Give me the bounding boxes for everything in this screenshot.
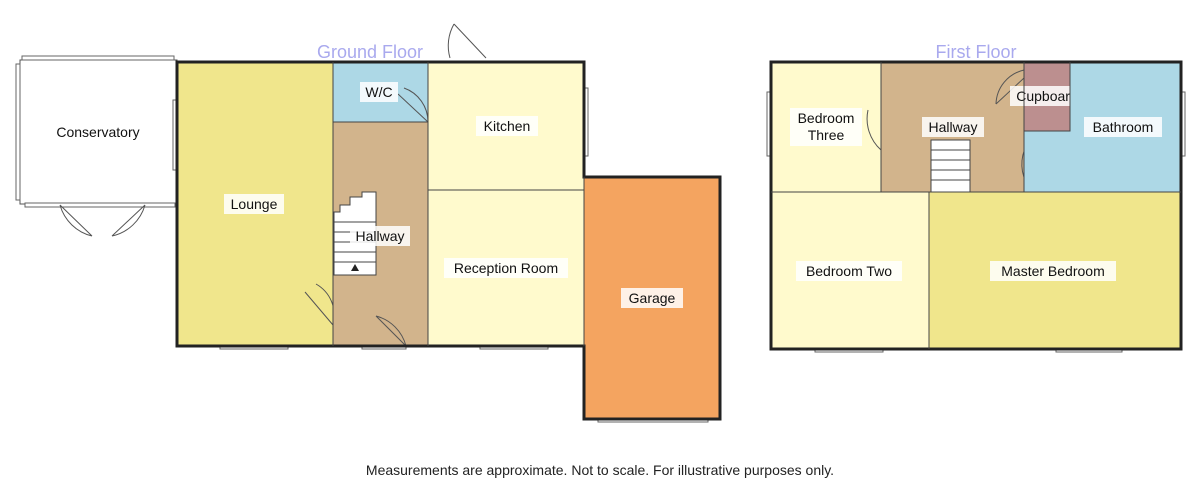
bedroom-three-label-line1: Bedroom [798,110,855,126]
first-floor-walls [769,60,1183,351]
bedroom-two-label: Bedroom Two [806,263,892,279]
bathroom-label-bg [1084,117,1162,137]
kitchen-label: Kitchen [484,118,531,134]
wc-label-bg [360,82,398,102]
disclaimer: Measurements are approximate. Not to sca… [365,462,835,478]
ground-floor-walls [175,60,722,421]
conservatory-window-bottom [24,202,176,208]
ground-floor: Ground Floor Conservatory Lounge W/C Hal… [15,23,722,423]
kitchen-label-bg [476,116,538,136]
ground-floor-inner-walls [332,62,585,346]
hallway-first-label-bg [922,117,984,137]
bedroom-two-label-bg [796,261,902,281]
conservatory-door-left [59,204,93,237]
conservatory-label: Conservatory [56,124,139,140]
first-floor-title: First Floor [936,42,1017,62]
conservatory-window-top [21,55,175,61]
garage-label: Garage [629,290,676,306]
master-bedroom-label-bg [990,261,1116,281]
lounge-label-bg [224,194,284,214]
reception-label: Reception Room [454,260,558,276]
hallway-front-door [375,315,407,347]
cupboard-label-bg [1010,86,1084,106]
lounge-label: Lounge [231,196,278,212]
conservatory-label-bg [48,122,148,142]
hallway-ground-label: Hallway [355,228,404,244]
conservatory-window-left [15,63,21,201]
hallway-ground-label-bg [350,226,410,246]
stairs-up-arrow-icon [351,264,359,271]
reception-label-bg [444,258,568,278]
bedroom-three-label-line2: Three [808,127,845,143]
master-bedroom-label: Master Bedroom [1001,263,1104,279]
cupboard-label: Cupboard [1016,88,1078,104]
bathroom-label: Bathroom [1093,119,1154,135]
garage-label-bg [621,288,683,308]
hallway-first-label: Hallway [928,119,977,135]
ground-floor-title: Ground Floor [317,42,423,62]
conservatory-door-right [111,204,146,237]
first-floor-inner-walls [771,62,1181,349]
first-floor: First Floor Bedroom Three Hallway Cupboa… [766,42,1186,353]
kitchen-back-door [447,23,487,59]
bedroom-three-label-bg [790,108,862,146]
wc-label: W/C [365,84,392,100]
